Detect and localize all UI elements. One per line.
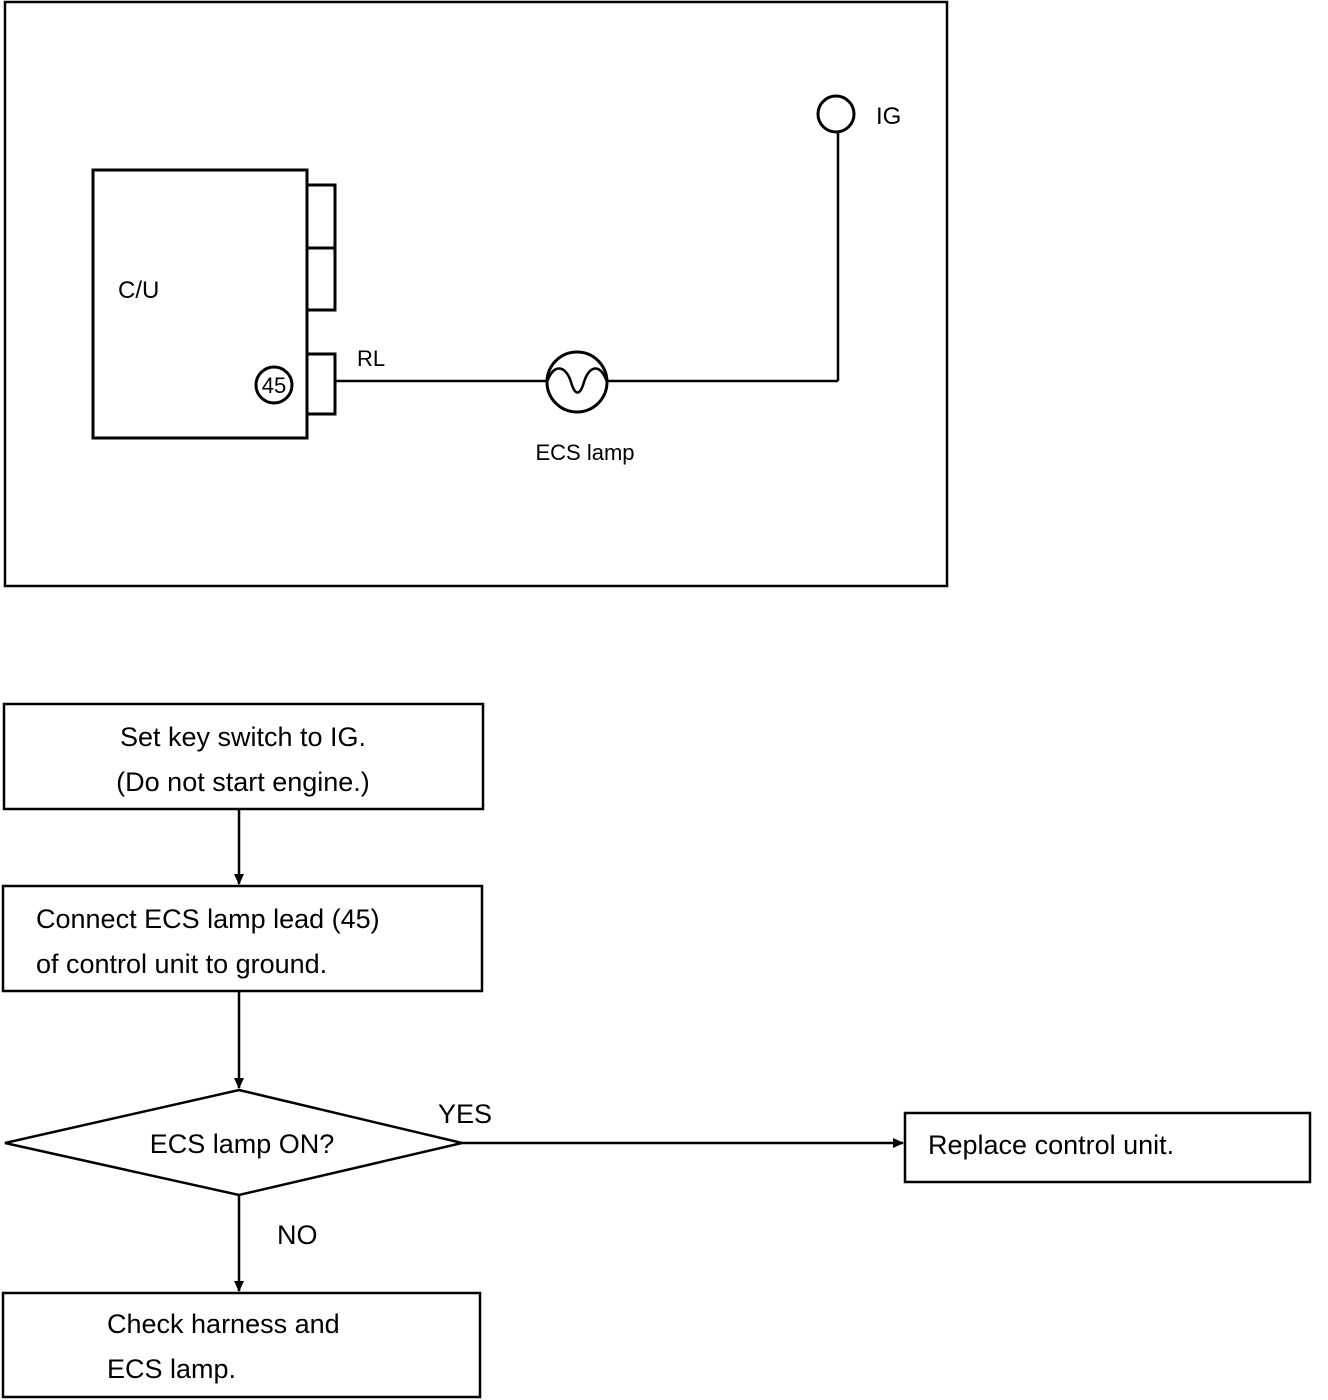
control-unit-label: C/U bbox=[118, 277, 159, 304]
no-result-box bbox=[1, 1291, 482, 1399]
flowchart: Set key switch to IG. (Do not start engi… bbox=[1, 702, 1312, 1399]
connector-block-middle bbox=[305, 246, 337, 312]
step-2-line-1: Connect ECS lamp lead (45) bbox=[36, 904, 380, 934]
connector-block-upper bbox=[305, 183, 337, 250]
decision-question: ECS lamp ON? bbox=[150, 1129, 335, 1159]
lamp-label: ECS lamp bbox=[535, 440, 634, 465]
bulb-icon bbox=[545, 350, 609, 414]
power-label: IG bbox=[876, 103, 901, 130]
step-1-line-1: Set key switch to IG. bbox=[120, 722, 366, 752]
connector-block-terminal bbox=[305, 352, 337, 416]
step-2-line-2: of control unit to ground. bbox=[36, 949, 327, 979]
terminal-number-circle bbox=[254, 365, 294, 405]
step-1-line-2: (Do not start engine.) bbox=[116, 767, 370, 797]
wire-color-code: RL bbox=[357, 346, 385, 371]
yes-label: YES bbox=[438, 1099, 492, 1129]
wiring-schematic: C/U 45 RL ECS lamp IG bbox=[3, 0, 949, 588]
yes-result-box bbox=[903, 1111, 1312, 1184]
step-1-box bbox=[2, 702, 485, 811]
terminal-number: 45 bbox=[262, 373, 286, 398]
schematic-frame bbox=[3, 0, 949, 588]
ig-terminal-circle bbox=[816, 94, 856, 134]
yes-result-text: Replace control unit. bbox=[928, 1130, 1174, 1160]
no-result-line-2: ECS lamp. bbox=[107, 1354, 236, 1384]
no-result-line-1: Check harness and bbox=[107, 1309, 340, 1339]
no-label: NO bbox=[277, 1220, 318, 1250]
step-2-box bbox=[1, 884, 484, 993]
